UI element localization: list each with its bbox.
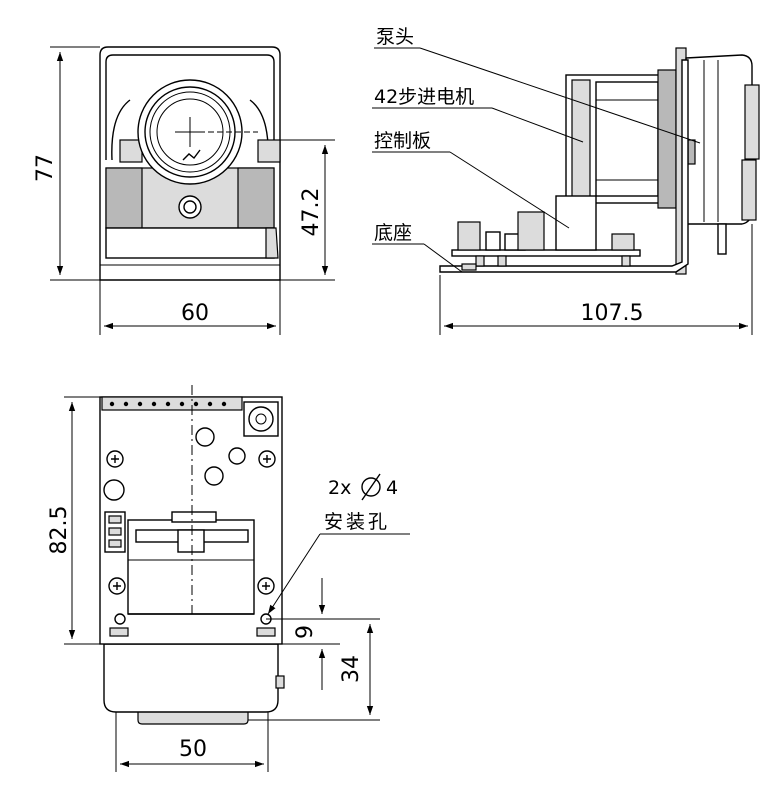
mounting-hole-left xyxy=(109,613,129,637)
bottom-width-label: 50 xyxy=(179,737,207,762)
board-screw xyxy=(108,577,126,595)
side-callouts: 泵头 42步进电机 控制板 底座 xyxy=(372,26,701,273)
side-view xyxy=(439,47,760,275)
diameter-symbol xyxy=(361,473,381,501)
hole-offset-label: 9 xyxy=(293,625,318,639)
board-screw xyxy=(258,450,276,468)
front-view xyxy=(99,46,281,281)
hole-distance-label: 34 xyxy=(339,655,364,683)
side-length-label: 107.5 xyxy=(581,301,644,326)
board-screw xyxy=(257,577,275,595)
front-height-label: 77 xyxy=(33,154,58,182)
control-board-label: 控制板 xyxy=(374,130,431,152)
board-screw xyxy=(106,450,124,468)
front-shaft-height-label: 47.2 xyxy=(299,188,324,237)
mounting-hole-callout: 2x 4 安装孔 xyxy=(267,473,410,615)
base-label: 底座 xyxy=(374,222,412,244)
front-dimensions: 77 60 47.2 xyxy=(33,46,335,335)
hole-spec-diameter: 4 xyxy=(386,477,398,499)
bottom-view xyxy=(99,385,285,725)
front-width-label: 60 xyxy=(181,301,209,326)
bottom-height-label: 82.5 xyxy=(47,506,72,555)
hole-spec-count: 2x xyxy=(328,477,351,499)
pump-head-label: 泵头 xyxy=(376,26,414,48)
mounting-hole-label: 安装孔 xyxy=(324,511,390,533)
side-dimensions: 107.5 xyxy=(439,224,753,335)
bottom-dimensions: 82.5 9 34 50 xyxy=(47,396,380,772)
terminal-block xyxy=(109,401,227,407)
stepper-motor-label: 42步进电机 xyxy=(374,86,474,108)
